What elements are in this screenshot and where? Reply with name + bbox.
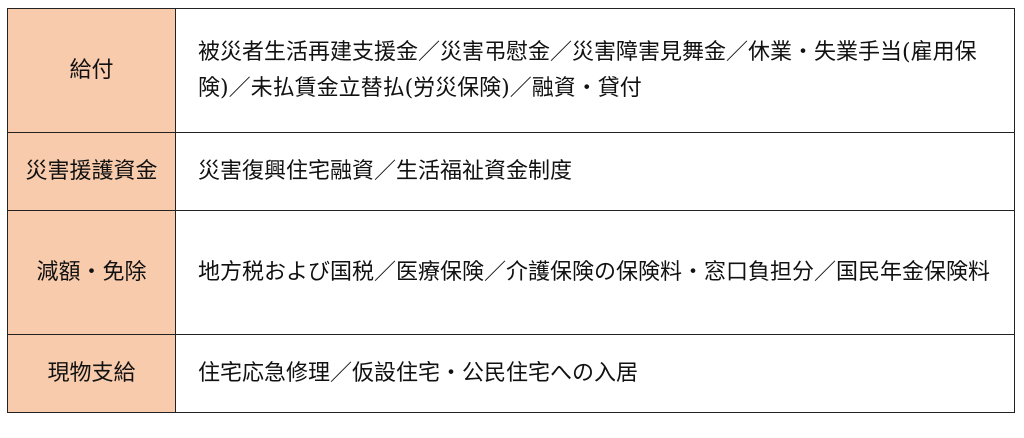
description-cell-in-kind: 住宅応急修理／仮設住宅・公民住宅への入居 — [175, 334, 1015, 413]
description-cell-reduction-exemption: 地方税および国税／医療保険／介護保険の保険料・窓口負担分／国民年金保険料 — [175, 210, 1015, 335]
description-cell-relief-funds: 災害復興住宅融資／生活福祉資金制度 — [175, 132, 1015, 211]
category-cell-benefits: 給付 — [7, 8, 176, 133]
table-row: 災害援護資金 災害復興住宅融資／生活福祉資金制度 — [7, 132, 1015, 211]
category-cell-in-kind: 現物支給 — [7, 334, 176, 413]
category-cell-relief-funds: 災害援護資金 — [7, 132, 176, 211]
table-row: 給付 被災者生活再建支援金／災害弔慰金／災害障害見舞金／休業・失業手当(雇用保険… — [7, 8, 1015, 133]
table-row: 現物支給 住宅応急修理／仮設住宅・公民住宅への入居 — [7, 334, 1015, 413]
table-row: 減額・免除 地方税および国税／医療保険／介護保険の保険料・窓口負担分／国民年金保… — [7, 210, 1015, 335]
description-cell-benefits: 被災者生活再建支援金／災害弔慰金／災害障害見舞金／休業・失業手当(雇用保険)／未… — [175, 8, 1015, 133]
support-measures-table: 給付 被災者生活再建支援金／災害弔慰金／災害障害見舞金／休業・失業手当(雇用保険… — [7, 8, 1015, 413]
category-cell-reduction-exemption: 減額・免除 — [7, 210, 176, 335]
